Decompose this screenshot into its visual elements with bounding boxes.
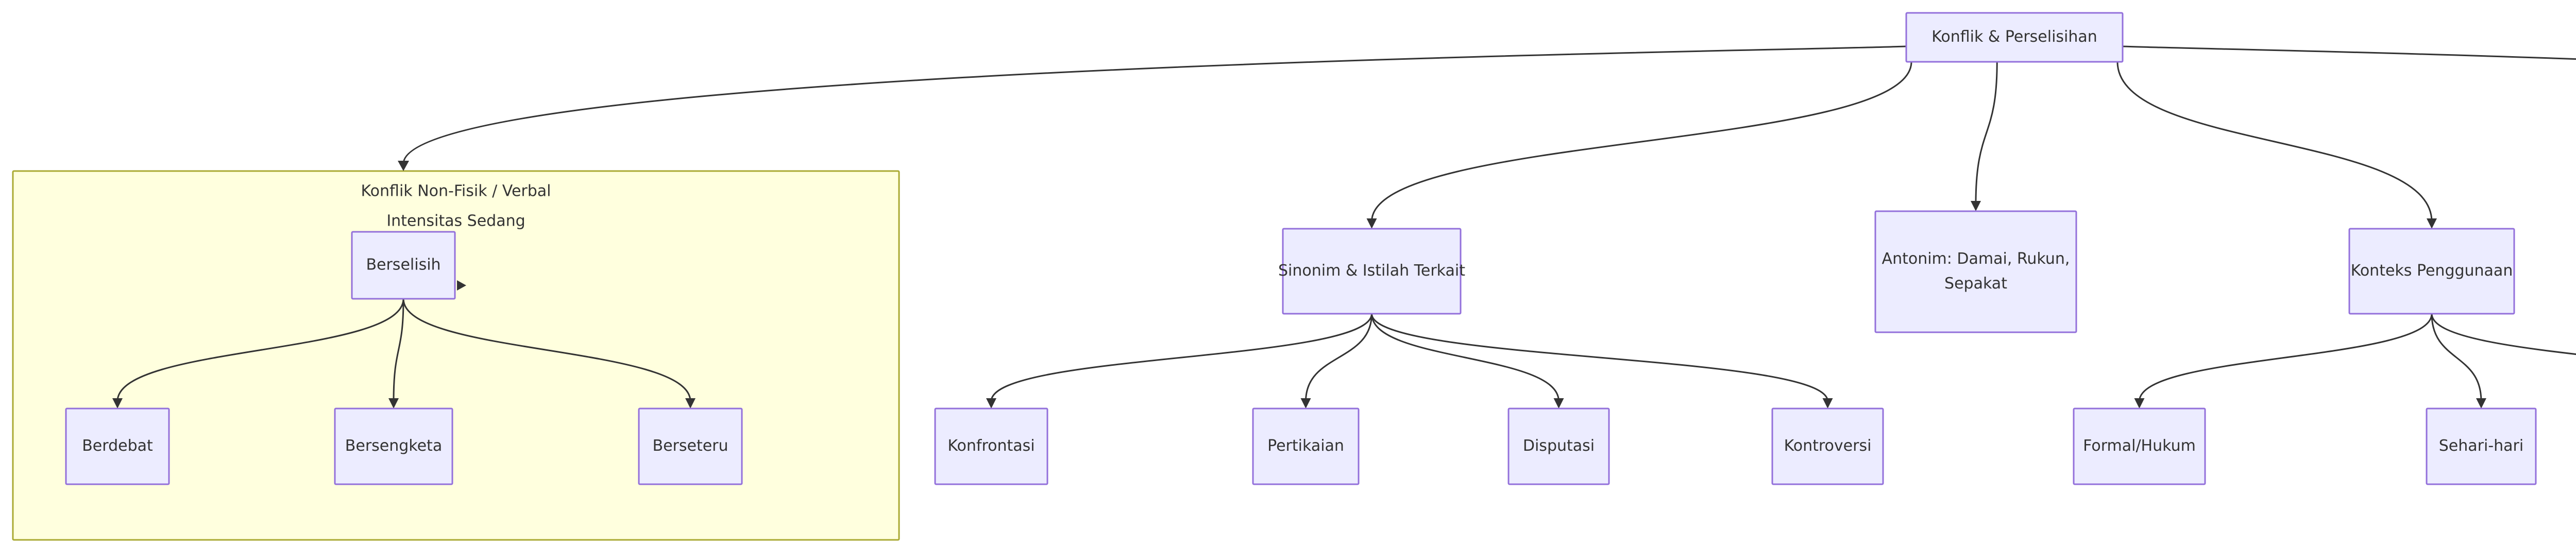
edge-root-to-bentrok [2122, 45, 2576, 60]
edge-root-to-antonim [1975, 61, 1998, 205]
edge-root-to-sinonim [1371, 61, 1912, 222]
node-box[interactable] [2348, 228, 2515, 315]
node-label: Berselisih [366, 256, 440, 274]
node-label: Sinonim & Istilah Terkait [1278, 262, 1465, 280]
node-label: Kontroversi [1784, 437, 1872, 455]
node-kontroversi[interactable]: Kontroversi [1771, 407, 1884, 485]
node-label-line2: Sepakat [1944, 275, 2007, 293]
edge-root-to-berselisih [402, 45, 1907, 164]
edge-arrowhead [112, 398, 123, 409]
node-konteks[interactable]: Konteks Penggunaan [2348, 228, 2515, 315]
node-box[interactable] [1507, 407, 1610, 485]
edge-arrowhead [1971, 201, 1981, 211]
node-label: Konflik & Perselisihan [1931, 28, 2097, 46]
node-disputasi[interactable]: Disputasi [1507, 407, 1610, 485]
node-box[interactable] [2073, 407, 2206, 485]
edge-berselisih-to-bersengketa [393, 298, 404, 402]
node-label: Berdebat [82, 437, 153, 455]
node-box[interactable] [351, 231, 456, 300]
node-label: Pertikaian [1267, 437, 1344, 455]
node-bersengketa[interactable]: Bersengketa [334, 407, 453, 485]
node-pertikaian[interactable]: Pertikaian [1252, 407, 1360, 485]
edge-root-to-konteks [2116, 61, 2433, 222]
node-antonim[interactable]: Antonim: Damai, Rukun, Sepakat [1874, 210, 2077, 333]
node-label: Bersengketa [345, 437, 442, 455]
edge-konteks-to-formal [2139, 313, 2433, 402]
node-label: Konteks Penggunaan [2351, 262, 2513, 280]
node-box[interactable] [65, 407, 170, 485]
edge-arrowhead [2427, 218, 2437, 229]
node-box[interactable] [1252, 407, 1360, 485]
edge-sinonim-to-konfrontasi [990, 313, 1372, 402]
node-box[interactable] [2426, 407, 2537, 485]
edge-sinonim-to-kontroversi [1371, 313, 1828, 402]
edge-arrowhead [2134, 398, 2145, 409]
edge-arrowhead [388, 398, 399, 409]
node-berseteru[interactable]: Berseteru [638, 407, 743, 485]
edge-berselisih-to-berdebat [116, 298, 404, 402]
node-label: Konfrontasi [947, 437, 1035, 455]
node-berselisih[interactable]: Berselisih [351, 231, 456, 300]
node-sehari[interactable]: Sehari-hari [2426, 407, 2537, 485]
edge-konteks-to-sehari [2431, 313, 2482, 402]
edge-konteks-to-media [2431, 313, 2576, 355]
nodes-layer: Konflik & PerselisihanBerselisihBerdebat… [65, 12, 2537, 485]
node-box[interactable] [334, 407, 453, 485]
node-sinonim[interactable]: Sinonim & Istilah Terkait [1278, 228, 1465, 315]
edge-berselisih-to-berseteru [402, 298, 691, 402]
node-label: Sehari-hari [2439, 437, 2523, 455]
edge-arrowhead [1553, 398, 1564, 409]
node-box[interactable] [1905, 12, 2124, 63]
node-berdebat[interactable]: Berdebat [65, 407, 170, 485]
edge-arrowhead [1366, 218, 1377, 229]
edge-sinonim-to-disputasi [1371, 313, 1560, 402]
edge-sinonim-to-pertikaian [1305, 313, 1372, 402]
node-konfrontasi[interactable]: Konfrontasi [934, 407, 1048, 485]
edge-arrowhead [2476, 398, 2486, 409]
node-box[interactable] [1874, 210, 2077, 333]
cluster-label-line1: Konflik Non-Fisik / Verbal [361, 182, 551, 200]
node-box[interactable] [638, 407, 743, 485]
cluster-label-line2: Intensitas Sedang [386, 212, 525, 230]
edge-arrowhead [1822, 398, 1833, 409]
node-label: Berseteru [652, 437, 728, 455]
node-box[interactable] [1282, 228, 1462, 315]
edge-arrowhead-side [457, 280, 466, 291]
node-formal[interactable]: Formal/Hukum [2073, 407, 2206, 485]
edge-arrowhead [1300, 398, 1311, 409]
edges-layer [112, 45, 2576, 409]
node-box[interactable] [934, 407, 1048, 485]
edge-arrowhead [986, 398, 996, 409]
node-box[interactable] [1771, 407, 1884, 485]
node-label-line1: Antonim: Damai, Rukun, [1882, 250, 2070, 268]
node-root[interactable]: Konflik & Perselisihan [1905, 12, 2124, 63]
edge-arrowhead [398, 161, 409, 171]
edge-arrowhead [685, 398, 696, 409]
node-label: Formal/Hukum [2083, 437, 2196, 455]
node-label: Disputasi [1523, 437, 1595, 455]
